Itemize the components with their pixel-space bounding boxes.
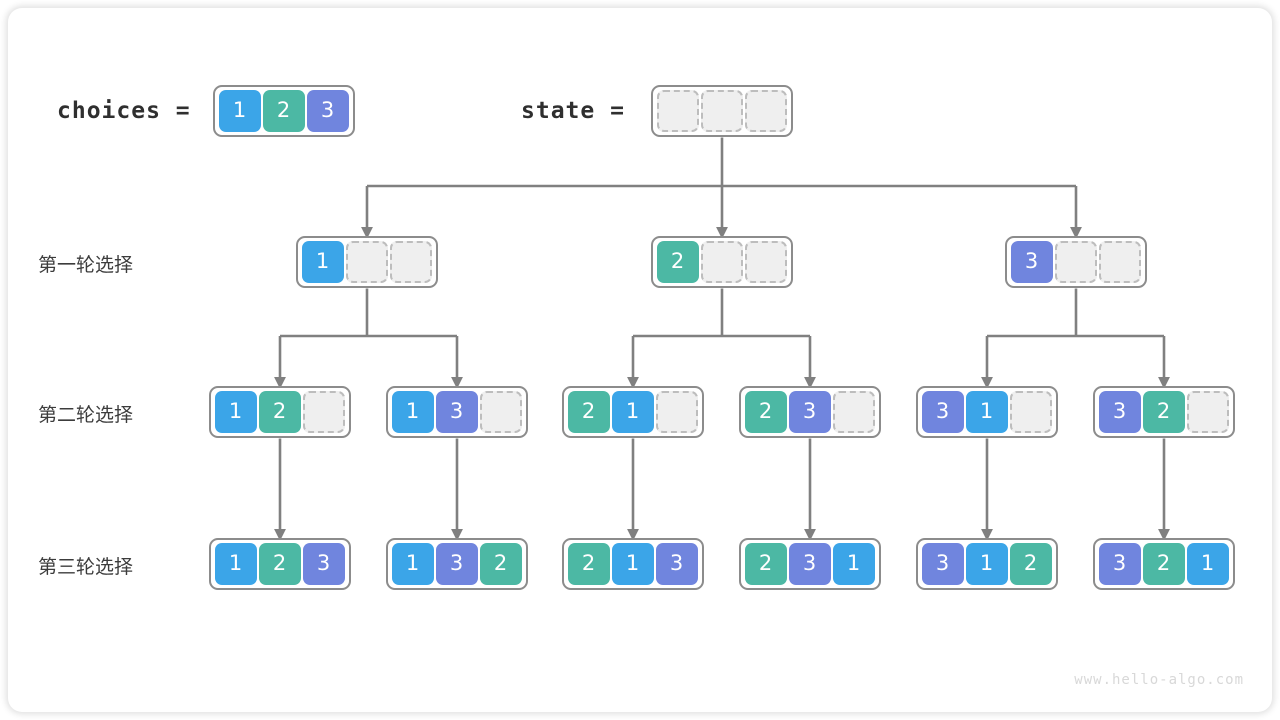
node-13-cell-1: 3 [435, 390, 478, 433]
state-cell-1 [700, 89, 743, 132]
node-23-cell-1: 3 [788, 390, 831, 433]
row-label-round-3: 第三轮选择 [38, 556, 134, 578]
node-231-cell-2: 1 [832, 542, 875, 585]
state-array-node-1: 1 [295, 235, 438, 288]
node-1-cell-0: 1 [301, 240, 344, 283]
node-132-cell-0: 1 [391, 542, 434, 585]
node-3-cell-1 [1054, 240, 1097, 283]
node-12-cell-0: 1 [214, 390, 257, 433]
node-21-cell-0: 2 [567, 390, 610, 433]
node-321-cell-1: 2 [1142, 542, 1185, 585]
node-13-cell-0: 1 [391, 390, 434, 433]
state-array-node-3: 3 [1004, 235, 1147, 288]
node-132-cell-2: 2 [479, 542, 522, 585]
node-2-cell-2 [744, 240, 787, 283]
node-2-cell-1 [700, 240, 743, 283]
node-31-cell-2 [1009, 390, 1052, 433]
node-3-cell-0: 3 [1010, 240, 1053, 283]
node-123-cell-0: 1 [214, 542, 257, 585]
node-123-cell-2: 3 [302, 542, 345, 585]
state-array [650, 84, 793, 137]
node-123-cell-1: 2 [258, 542, 301, 585]
choices-cell-2: 3 [306, 89, 349, 132]
node-312-cell-2: 2 [1009, 542, 1052, 585]
node-231-cell-0: 2 [744, 542, 787, 585]
node-132-cell-1: 3 [435, 542, 478, 585]
row-label-round-2: 第二轮选择 [38, 404, 134, 426]
node-213-cell-0: 2 [567, 542, 610, 585]
node-1-cell-1 [345, 240, 388, 283]
row-label-round-1: 第一轮选择 [38, 254, 134, 276]
node-23-cell-0: 2 [744, 390, 787, 433]
node-3-cell-2 [1098, 240, 1141, 283]
node-213-cell-1: 1 [611, 542, 654, 585]
choices-cell-1: 2 [262, 89, 305, 132]
node-21-cell-2 [655, 390, 698, 433]
node-12-cell-1: 2 [258, 390, 301, 433]
node-312-cell-1: 1 [965, 542, 1008, 585]
watermark: www.hello-algo.com [1074, 672, 1244, 688]
node-32-cell-0: 3 [1098, 390, 1141, 433]
node-23-cell-2 [832, 390, 875, 433]
node-312-cell-0: 3 [921, 542, 964, 585]
node-21-cell-1: 1 [611, 390, 654, 433]
node-231-cell-1: 3 [788, 542, 831, 585]
node-32-cell-2 [1186, 390, 1229, 433]
node-12-cell-2 [302, 390, 345, 433]
node-32-cell-1: 2 [1142, 390, 1185, 433]
node-321-cell-0: 3 [1098, 542, 1141, 585]
node-31-cell-0: 3 [921, 390, 964, 433]
node-2-cell-0: 2 [656, 240, 699, 283]
choices-label: choices = [57, 98, 191, 124]
node-13-cell-2 [479, 390, 522, 433]
state-array-node-2: 2 [650, 235, 793, 288]
choices-cell-0: 1 [218, 89, 261, 132]
state-cell-2 [744, 89, 787, 132]
node-1-cell-2 [389, 240, 432, 283]
state-cell-0 [656, 89, 699, 132]
node-321-cell-2: 1 [1186, 542, 1229, 585]
state-label: state = [521, 98, 625, 124]
node-31-cell-1: 1 [965, 390, 1008, 433]
node-213-cell-2: 3 [655, 542, 698, 585]
